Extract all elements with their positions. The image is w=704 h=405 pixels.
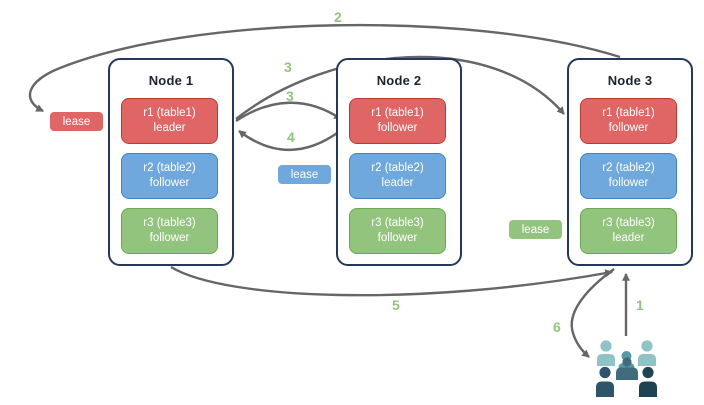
arrow-step-6-node3-to-client <box>570 268 615 358</box>
step-label-4: 4 <box>287 129 295 145</box>
step-label-6: 6 <box>553 319 561 335</box>
step-label-3b: 3 <box>286 88 294 104</box>
replica-n2-r1: r1 (table1) follower <box>349 98 446 144</box>
replica-n1-r1: r1 (table1) leader <box>121 98 218 144</box>
replica-name: r3 (table3) <box>371 217 424 230</box>
replica-role: follower <box>608 122 649 134</box>
replica-name: r2 (table2) <box>371 162 424 175</box>
replica-n2-r3: r3 (table3) follower <box>349 208 446 254</box>
node-title: Node 3 <box>607 73 653 88</box>
replica-n1-r3: r3 (table3) follower <box>121 208 218 254</box>
replica-role: follower <box>377 122 418 134</box>
node-title: Node 2 <box>376 73 422 88</box>
lease-badge-table2: lease <box>277 164 332 185</box>
lease-badge-table3: lease <box>508 219 563 240</box>
replica-role: follower <box>149 232 190 244</box>
replica-role: follower <box>608 177 649 189</box>
replica-role: leader <box>612 232 645 244</box>
replica-name: r1 (table1) <box>602 107 655 120</box>
replica-n3-r2: r2 (table2) follower <box>580 153 677 199</box>
replica-name: r2 (table2) <box>602 162 655 175</box>
node-box-2: Node 2 r1 (table1) follower r2 (table2) … <box>336 58 462 266</box>
replica-n1-r2: r2 (table2) follower <box>121 153 218 199</box>
lease-badge-table1: lease <box>49 111 104 132</box>
replica-name: r1 (table1) <box>143 107 196 120</box>
replica-name: r3 (table3) <box>602 217 655 230</box>
replica-role: leader <box>381 177 414 189</box>
replica-role: follower <box>149 177 190 189</box>
arrow-step-5-node1-to-node3 <box>170 265 613 297</box>
replica-name: r1 (table1) <box>371 107 424 120</box>
node-box-1: Node 1 r1 (table1) leader r2 (table2) fo… <box>108 58 234 266</box>
step-label-5: 5 <box>392 297 400 313</box>
replica-name: r2 (table2) <box>143 162 196 175</box>
replica-role: follower <box>377 232 418 244</box>
node-title: Node 1 <box>148 73 194 88</box>
node-box-3: Node 3 r1 (table1) follower r2 (table2) … <box>567 58 693 266</box>
replica-name: r3 (table3) <box>143 217 196 230</box>
replica-n3-r1: r1 (table1) follower <box>580 98 677 144</box>
replica-n3-r3: r3 (table3) leader <box>580 208 677 254</box>
step-label-1: 1 <box>636 297 644 313</box>
step-label-2: 2 <box>334 9 342 25</box>
step-label-3a: 3 <box>284 59 292 75</box>
replica-n2-r2: r2 (table2) leader <box>349 153 446 199</box>
replica-role: leader <box>153 122 186 134</box>
arrow-step-3-leader-to-node2 <box>235 101 342 122</box>
